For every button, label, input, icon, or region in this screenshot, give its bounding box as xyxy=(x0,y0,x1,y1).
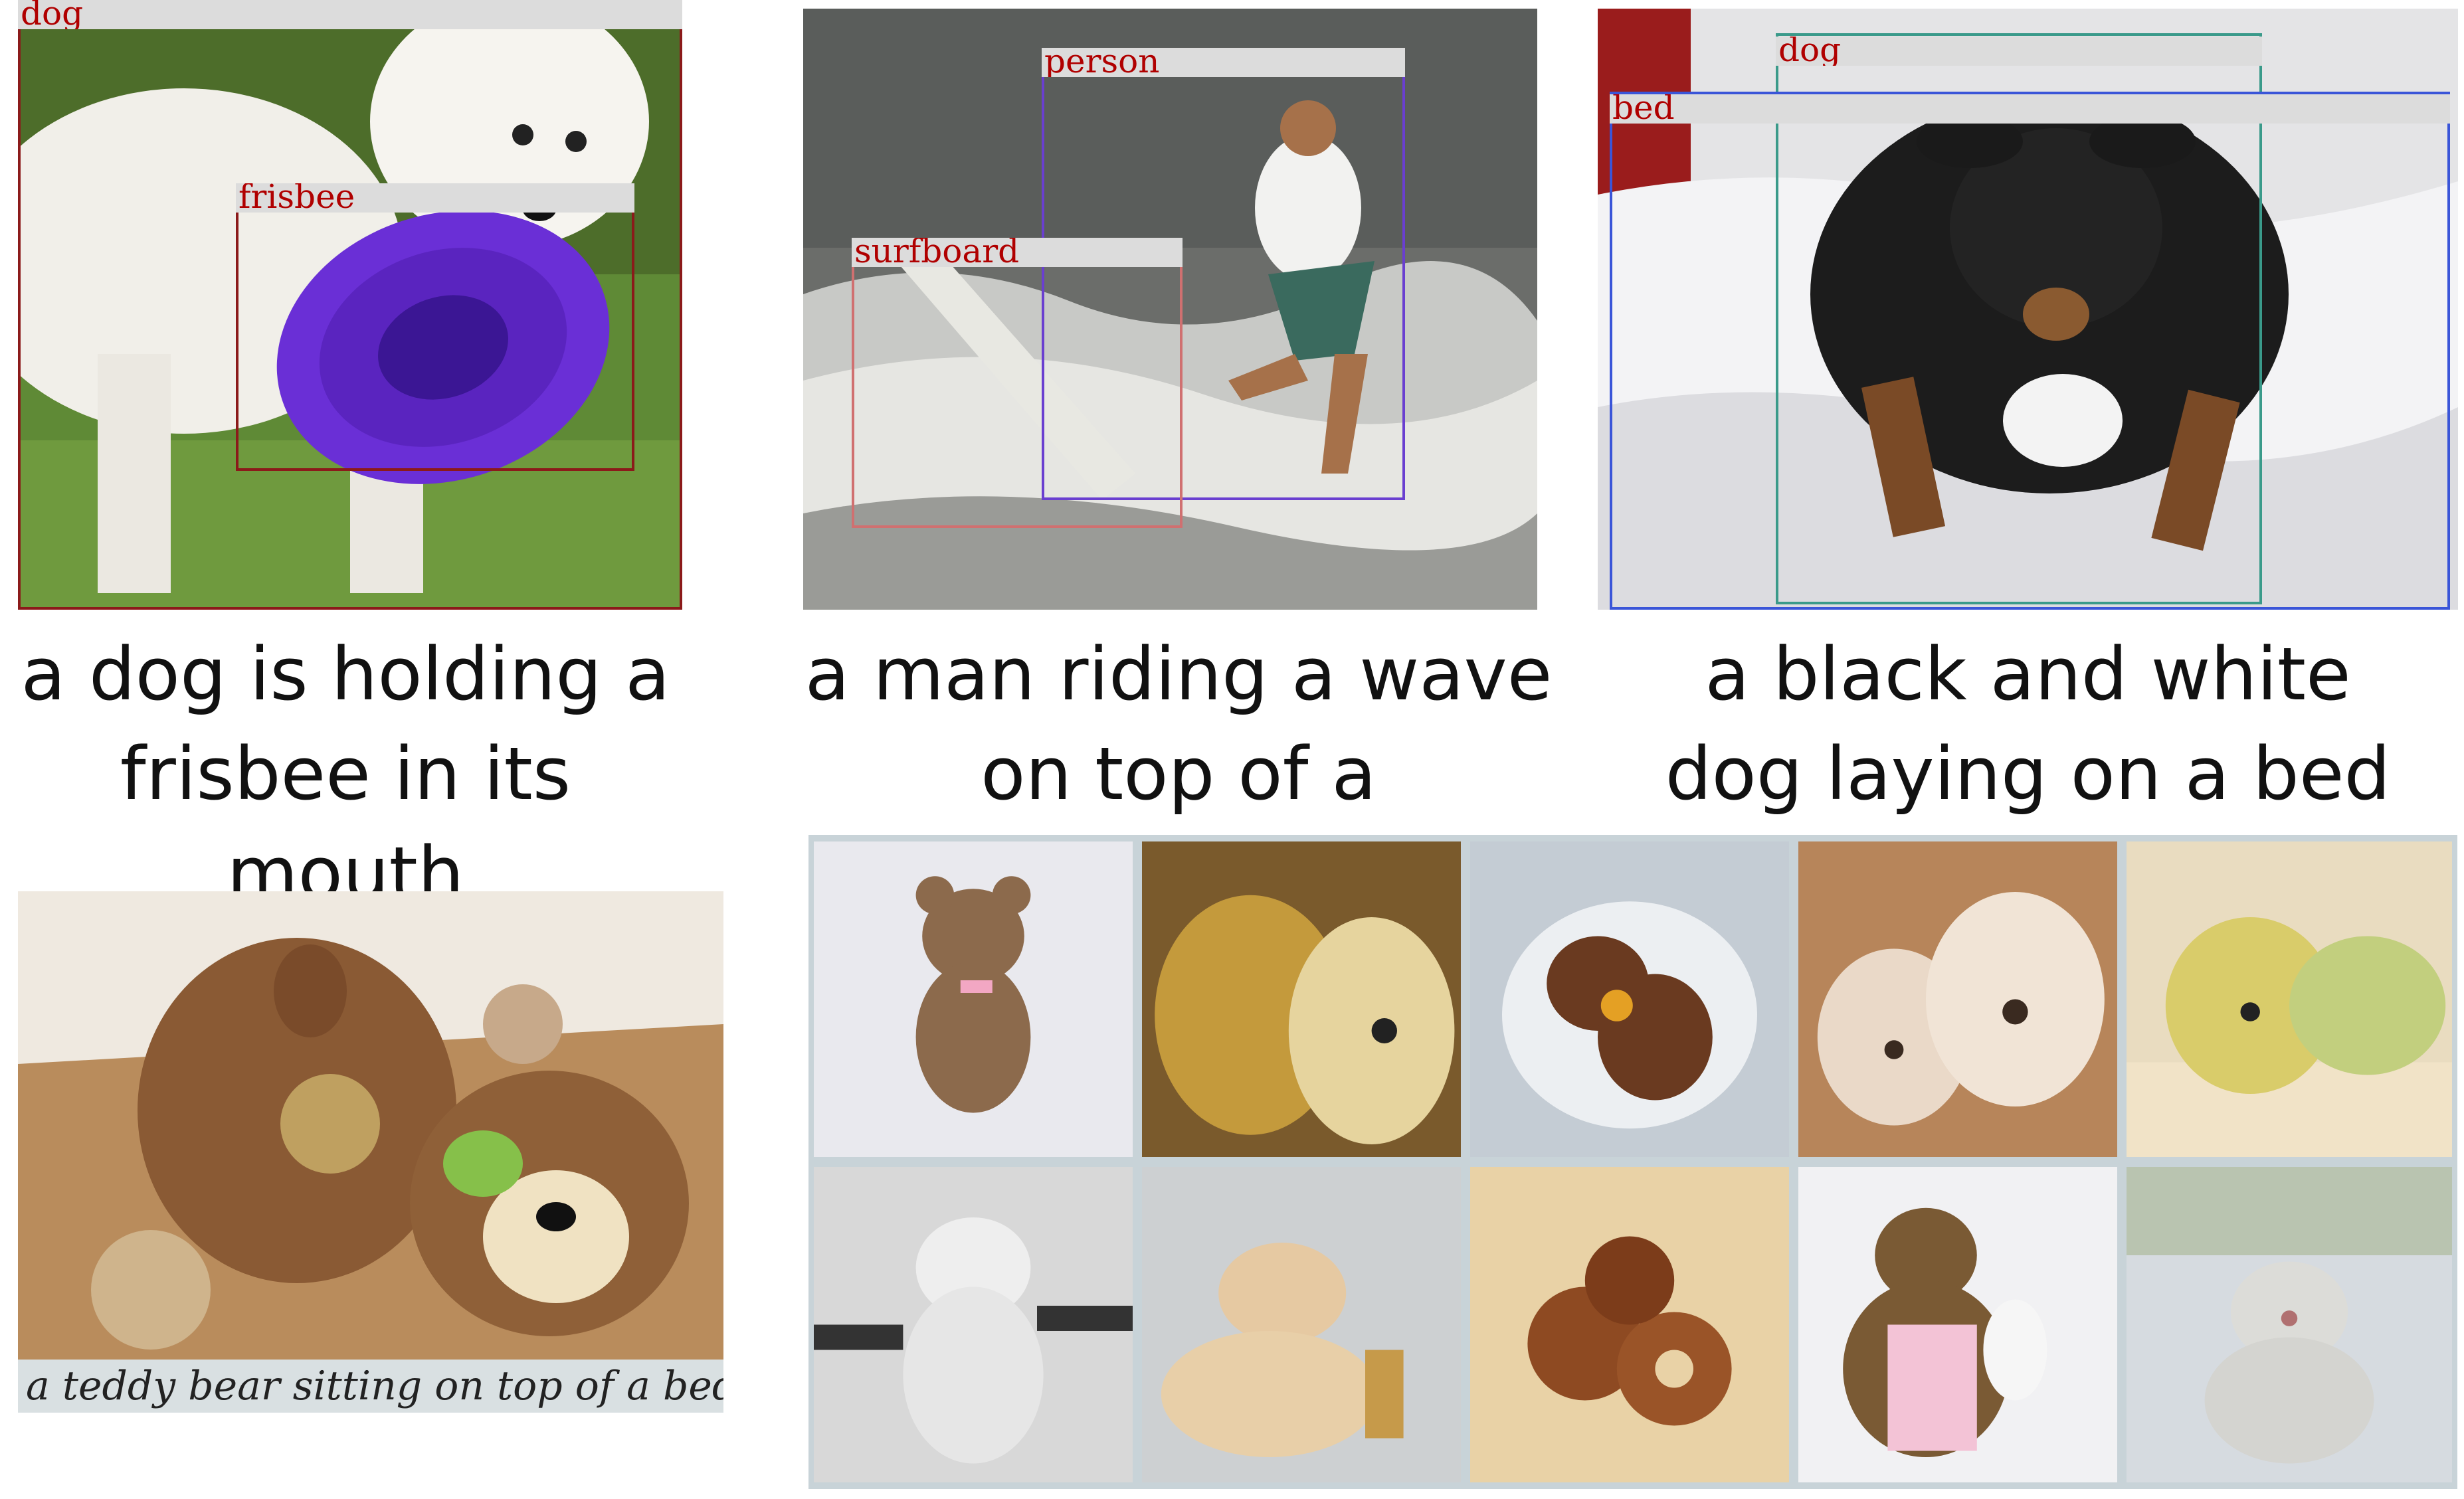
surfer-photo xyxy=(803,9,1537,610)
bbox-label-surfboard: surfboard xyxy=(852,238,1183,267)
yellow-teddy-bear-on-bed-icon xyxy=(2127,841,2452,1157)
teddy-bear-pink-ribbon-icon xyxy=(814,841,1133,1157)
grey-teddy-bear-on-bed-icon xyxy=(2127,1167,2452,1482)
beige-bear-with-bottle-icon xyxy=(1142,1167,1461,1482)
bbox-dog-on-bed xyxy=(1776,33,2262,604)
two-yellow-teddy-bears-icon xyxy=(1142,841,1461,1157)
teddy-bear-grid xyxy=(808,835,2457,1489)
white-teddy-bear-held-icon xyxy=(814,1167,1133,1482)
bbox-label-frisbee: frisbee xyxy=(236,183,634,213)
three-cream-teddy-bears-icon xyxy=(1798,841,2117,1157)
bbox-surfboard xyxy=(852,240,1183,528)
caption-line: a man riding a wave xyxy=(805,632,1553,717)
bbox-label-dog-on-bed: dog xyxy=(1776,37,2262,66)
caption-line: a black and white xyxy=(1705,632,2351,717)
caption-line: dog laying on a bed xyxy=(1665,731,2391,816)
bbox-bed xyxy=(1610,92,2450,610)
caption-line: a dog is holding a xyxy=(21,632,670,717)
bbox-frisbee xyxy=(236,210,634,471)
brown-bear-with-lamb-icon xyxy=(1798,1167,2117,1482)
teddy-bear-on-blanket-icon xyxy=(1470,841,1789,1157)
caption-dog-frisbee: a dog is holding a frisbee in its mouth xyxy=(0,624,691,923)
teddy-bear-photo: a teddy bear sitting on top of a bed xyxy=(18,891,723,1413)
dog-with-frisbee-photo xyxy=(18,9,682,610)
teddy-caption: a teddy bear sitting on top of a bed xyxy=(18,1360,723,1413)
caption-dog-bed: a black and white dog laying on a bed xyxy=(1598,624,2458,824)
donuts-icon xyxy=(1470,1167,1789,1482)
bbox-label-person: person xyxy=(1042,48,1405,77)
bbox-label-bed: bed xyxy=(1610,94,2450,124)
bbox-label-dog: dog xyxy=(18,0,682,29)
